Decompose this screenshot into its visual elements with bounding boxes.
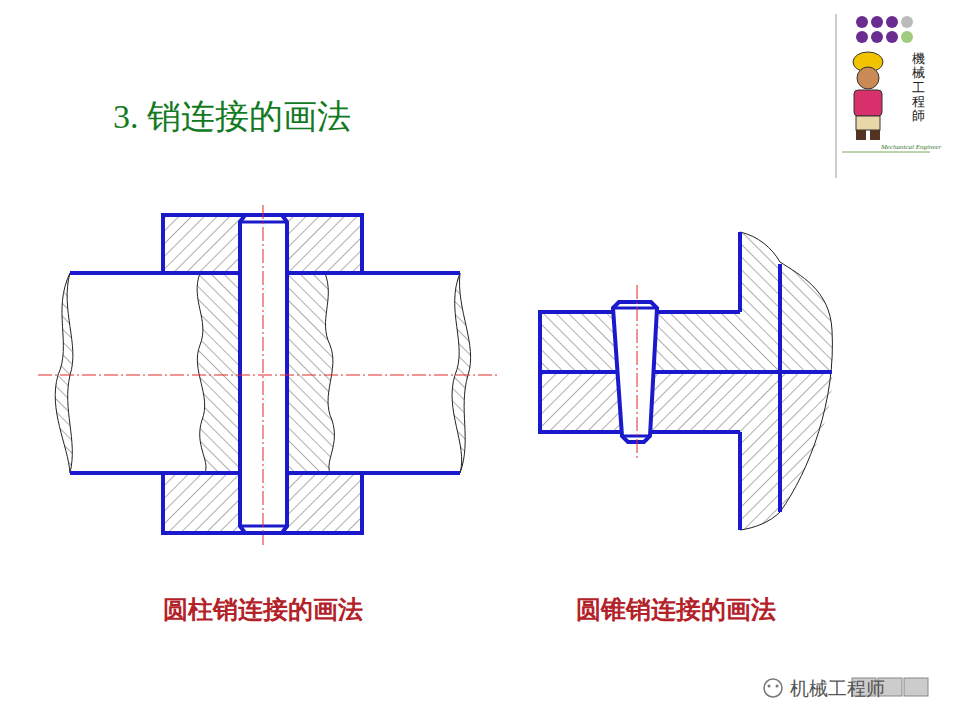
logo-text: 機械工程師 bbox=[912, 52, 925, 123]
watermark: 机械工程师 bbox=[790, 676, 885, 702]
cylindrical-pin-drawing bbox=[38, 205, 497, 545]
taper-pin-drawing bbox=[540, 232, 832, 530]
logo bbox=[836, 14, 930, 178]
figure-caption: 圆锥销连接的画法 bbox=[576, 593, 776, 626]
figure-caption: 圆柱销连接的画法 bbox=[163, 593, 363, 626]
logo-subtitle: Mechanical Engineer bbox=[881, 143, 941, 151]
slide-title: 3. 销连接的画法 bbox=[113, 94, 351, 140]
